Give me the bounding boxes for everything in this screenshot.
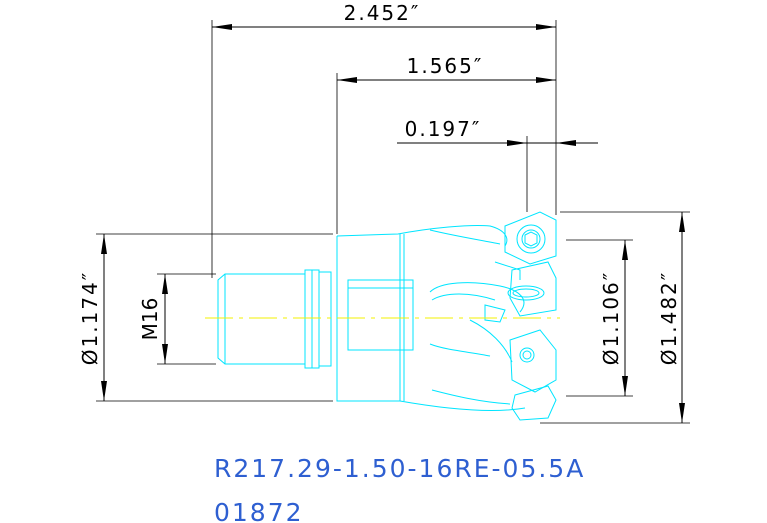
dimension-inner-diameter: Ø1.106″ [566,239,633,397]
insert-lower [509,329,557,421]
insert-middle [507,261,557,317]
dimension-thread: M16 [138,273,216,365]
insert-offset-text: 0.197″ [405,117,482,141]
overall-length-text: 2.452″ [344,1,421,25]
insert-top [504,211,557,265]
part-code: 01872 [214,498,304,523]
dimension-shank-diameter: Ø1.174″ [78,233,333,402]
shank-diameter-text: Ø1.174″ [78,271,102,365]
thread-text: M16 [138,298,162,341]
part-designation: R217.29-1.50-16RE-05.5A [214,454,585,483]
cutting-diameter-text: Ø1.482″ [657,271,681,365]
dimension-cutting-diameter: Ø1.482″ [540,211,690,424]
threaded-shank [217,269,332,369]
cutter-outline [217,211,557,421]
inner-diameter-text: Ø1.106″ [599,271,623,365]
dimension-body-length: 1.565″ [336,54,556,234]
dimension-overall-length: 2.452″ [211,1,557,278]
dimension-insert-offset: 0.197″ [397,117,598,212]
body-length-text: 1.565″ [407,54,484,78]
